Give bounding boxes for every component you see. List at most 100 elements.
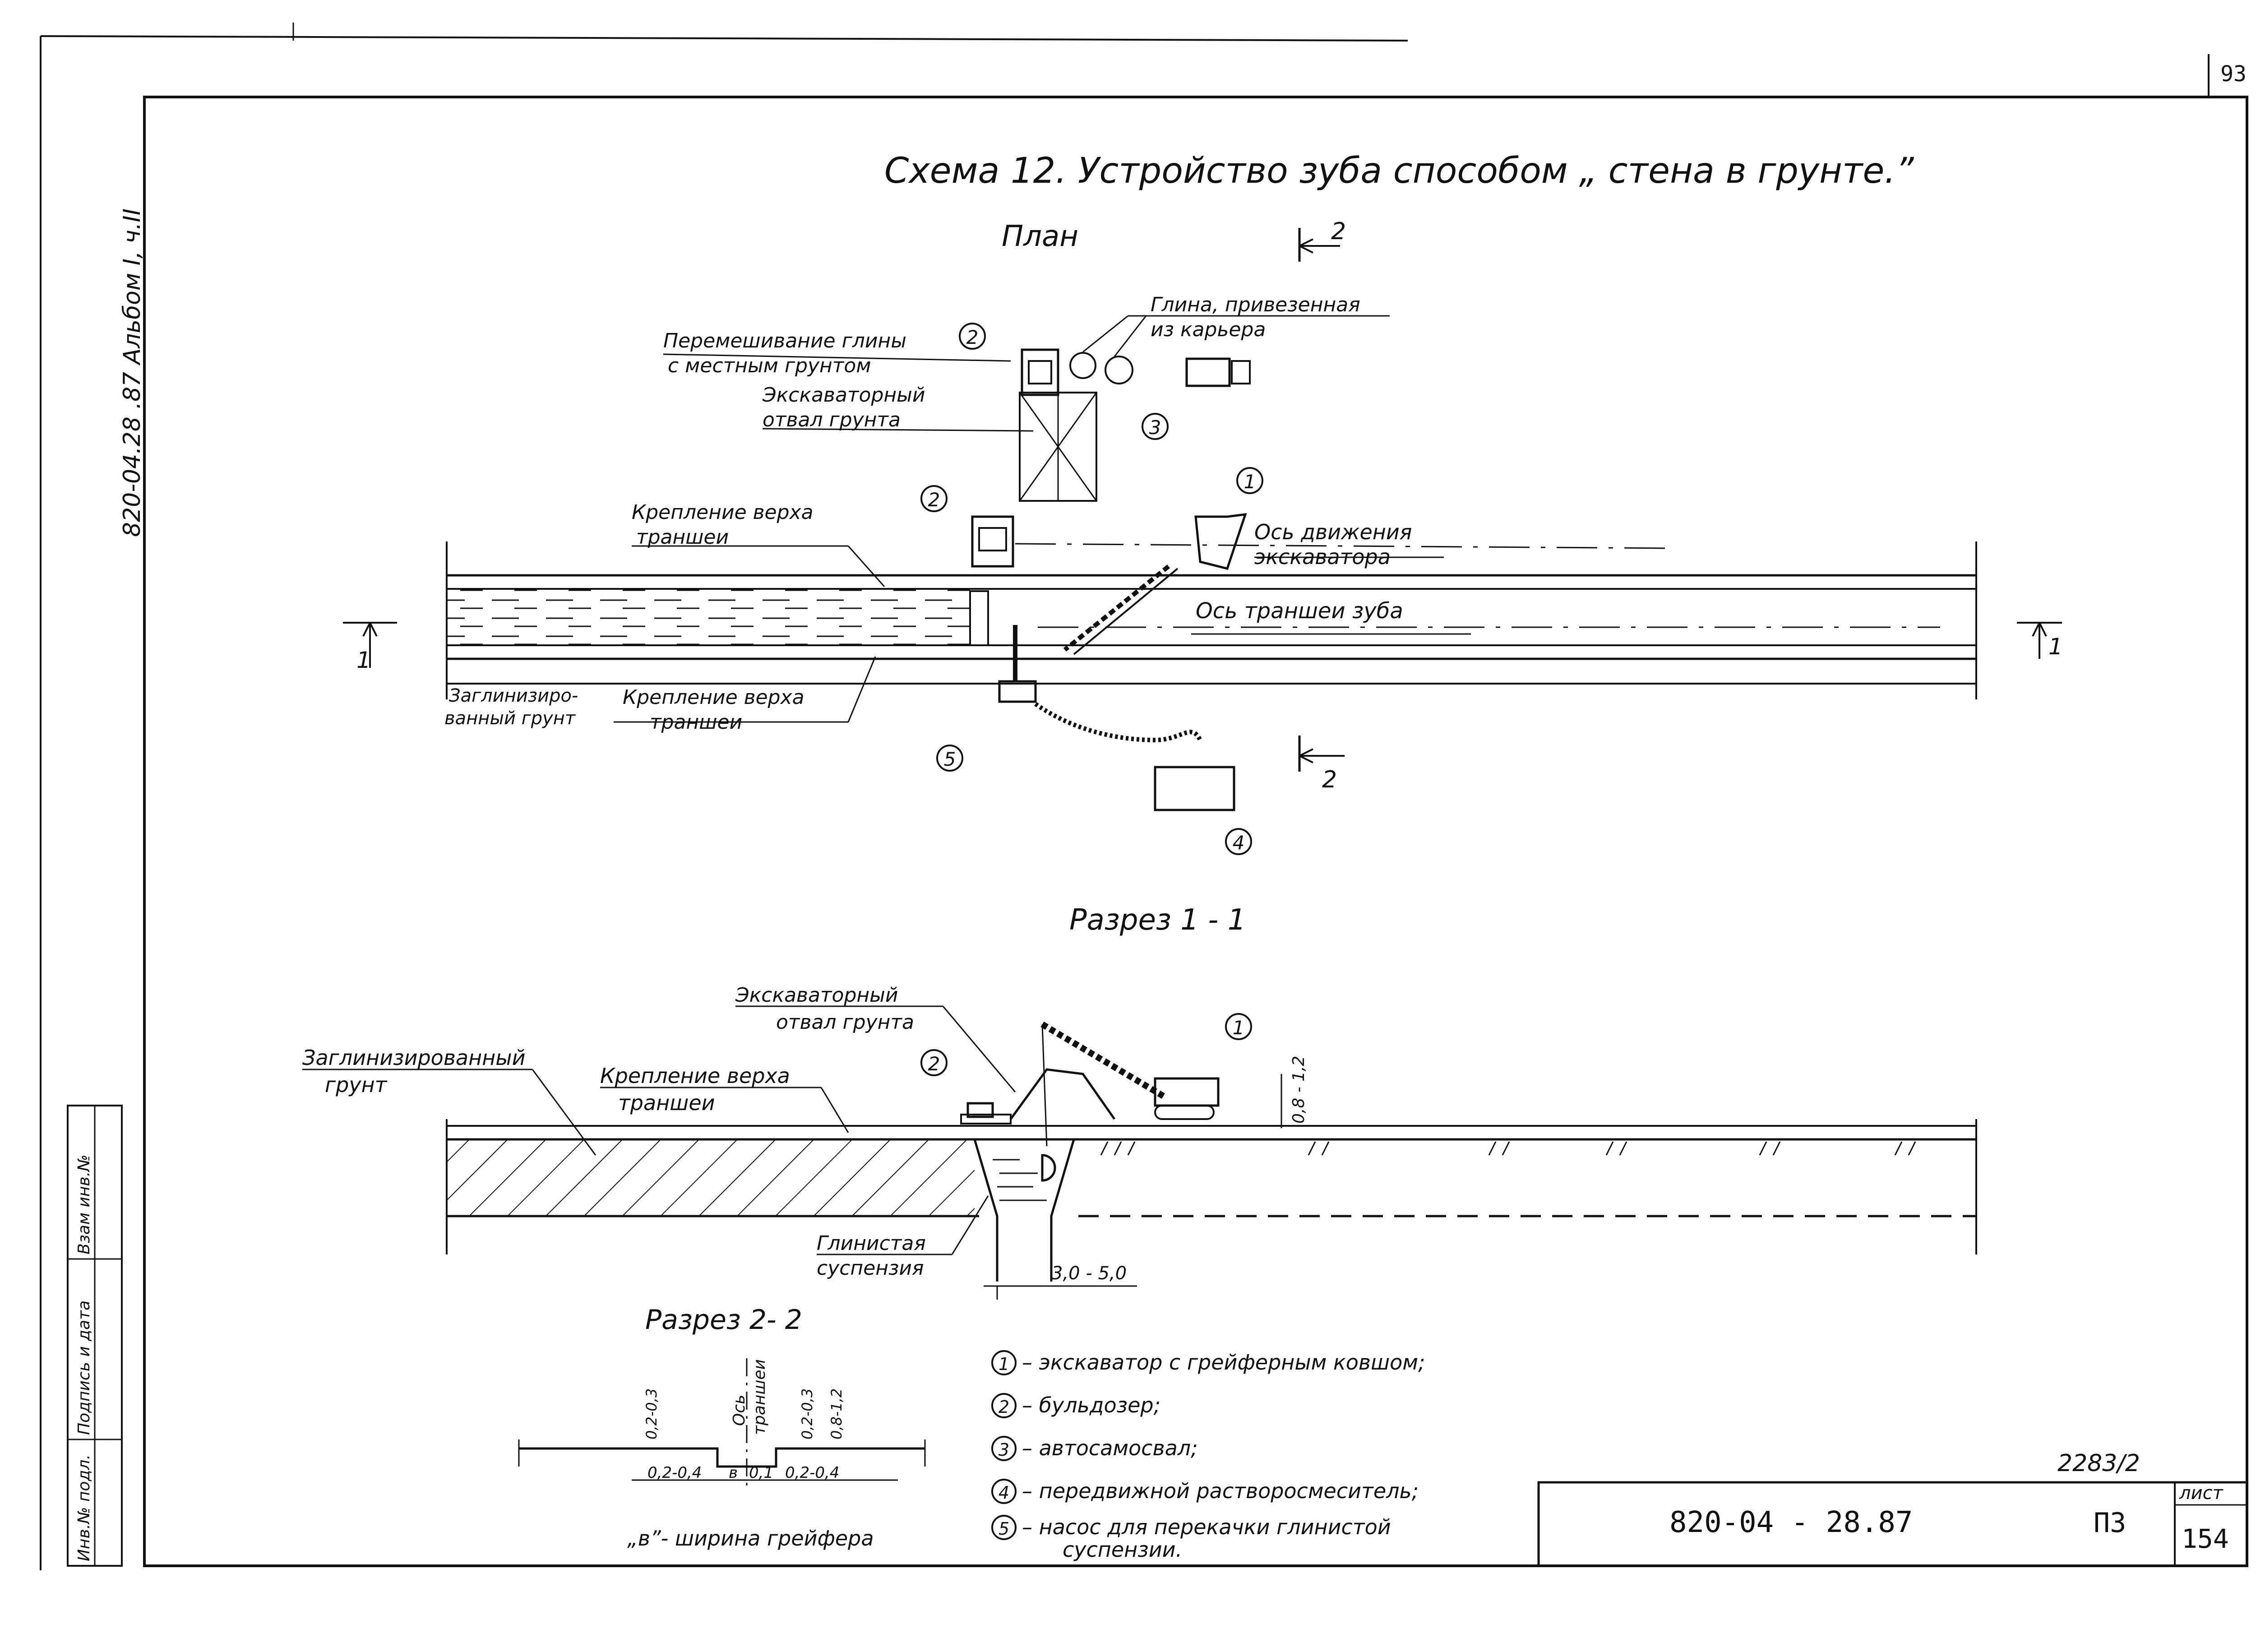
plan-view: План 2 1 [343,218,2063,855]
legend-item: 3 – автосамосвал; [991,1436,1198,1461]
svg-text:0,1: 0,1 [749,1464,773,1482]
trench-plan: 1 1 [343,541,2063,699]
svg-text:Заглинизированный: Заглинизированный [302,1046,525,1070]
section-mark-2-top: 2 [1298,218,1346,262]
svg-text:Экскаваторный: Экскаваторный [735,984,898,1007]
plan-heading: План [1002,220,1078,253]
svg-text:1: 1 [999,1354,1009,1374]
stamp-sign: Подпись и дата [75,1300,93,1435]
section-1-1: Разрез 1 - 1 [302,903,1977,1300]
order-number: 2283/2 [2057,1450,2140,1477]
dump-truck-icon [1185,357,1251,387]
svg-text:5: 5 [944,748,956,770]
clayed-soil-section [447,1139,975,1216]
svg-text:отвал грунта: отвал грунта [776,1011,914,1034]
svg-text:0,8-1,2: 0,8-1,2 [828,1388,845,1439]
svg-text:Заглинизиро-: Заглинизиро- [449,685,578,706]
svg-text:3: 3 [1149,416,1161,439]
section-1-1-heading: Разрез 1 - 1 [1069,903,1246,937]
clay-piles-icon [1069,352,1133,384]
slurry-trench [973,1139,1075,1282]
svg-text:грунт: грунт [325,1073,388,1097]
plan-leaders [614,315,1471,723]
section-2-2-note: „в”- ширина грейфера [627,1526,874,1550]
svg-text:4: 4 [1233,832,1245,854]
svg-text:Глина, привезенная: Глина, привезенная [1151,293,1360,316]
svg-text:Глинистая: Глинистая [817,1232,926,1255]
svg-text:траншеи: траншеи [750,1359,769,1435]
album-ref: 820-04.28 .87 Альбом I, ч.II [119,208,146,537]
ground-ticks [1100,1141,1916,1156]
excavator-dump-plan [1019,392,1097,502]
svg-text:Крепление верха: Крепление верха [600,1064,790,1088]
svg-text:2: 2 [928,489,940,511]
mortar-mixer-icon [1154,766,1235,811]
legend-item: 1 – экскаватор с грейферным ковшом; [991,1350,1425,1375]
svg-text:из карьера: из карьера [1151,318,1266,341]
plan-callouts: 2 3 1 2 5 4 [920,323,1263,855]
slurry-waves [993,1154,1056,1201]
legend-item: 2 – бульдозер; [991,1393,1160,1418]
clayed-soil-hatch [447,589,970,645]
svg-text:2: 2 [1331,218,1346,245]
svg-text:– насос для перекачки глин: – насос для перекачки глинистой [1022,1515,1391,1539]
svg-text:Ось траншеи зуба: Ось траншеи зуба [1196,598,1403,624]
stamp-inv: Инв.№ подл. [75,1454,93,1561]
title-block: 2283/2 820-04 - 28.87 ПЗ лист 154 [1537,1450,2248,1567]
svg-text:2: 2 [999,1397,1009,1417]
svg-text:0,2-0,3: 0,2-0,3 [799,1388,816,1439]
svg-text:0,2-0,4: 0,2-0,4 [785,1464,839,1482]
svg-text:траншеи: траншеи [636,526,729,549]
svg-text:3,0 - 5,0: 3,0 - 5,0 [1051,1263,1127,1284]
svg-text:Крепление верха: Крепление верха [632,501,814,524]
svg-text:суспензия: суспензия [817,1257,924,1280]
svg-text:0,2-0,3: 0,2-0,3 [643,1388,660,1439]
legend-item-continuation: суспензии. [1063,1537,1182,1562]
section-mark-2-bottom: 2 [1298,736,1345,793]
crane-excavator-icon [1040,1021,1220,1147]
svg-text:1: 1 [1244,471,1256,493]
svg-text:Экскаваторный: Экскаваторный [762,384,925,407]
svg-text:Крепление верха: Крепление верха [623,686,804,709]
svg-text:траншеи: траншеи [618,1091,715,1115]
drawing-code: 820-04 - 28.87 [1669,1506,1913,1539]
legend-item: 4 – передвижной растворосмеситель; [991,1479,1419,1504]
svg-text:Перемешивание глины: Перемешивание глины [663,329,906,352]
svg-text:Ось: Ось [730,1395,749,1426]
side-stamp: Инв.№ подл. Подпись и дата Взам инв.№ [67,1105,123,1567]
page-number: 93 [2220,61,2247,87]
svg-text:с местным грунтом: с местным грунтом [668,354,871,377]
drawing-stage: ПЗ [2094,1507,2126,1539]
svg-text:4: 4 [999,1483,1009,1503]
svg-text:отвал грунта: отвал грунта [763,408,901,431]
svg-text:1: 1 [2048,634,2063,660]
svg-text:2: 2 [966,326,979,348]
excavator-plan-icon [1063,513,1247,655]
sheet-label: лист [2179,1483,2224,1504]
stamp-vzam: Взам инв.№ [75,1154,93,1254]
svg-text:0,2-0,4: 0,2-0,4 [647,1464,702,1482]
sheet-number: 154 [2182,1523,2229,1554]
drawing-title: Схема 12. Устройство зуба способом „ сте… [884,151,1914,191]
svg-text:– автосамосвал;: – автосамосвал; [1022,1436,1198,1460]
svg-text:1: 1 [356,647,371,673]
legend: 1 – экскаватор с грейферным ковшом; 2 – … [991,1350,1425,1562]
svg-text:Ось движения: Ось движения [1254,520,1412,544]
pump-icon [998,625,1202,743]
svg-text:5: 5 [999,1519,1009,1539]
svg-text:– передвижной растворосмесит: – передвижной растворосмеситель; [1022,1479,1419,1503]
svg-text:2: 2 [1322,766,1337,793]
svg-text:ванный грунт: ванный грунт [444,708,576,729]
svg-text:– экскаватор с грейферным к: – экскаватор с грейферным ковшом; [1022,1350,1425,1374]
bulldozer-top-icon [1021,348,1059,396]
bulldozer-mid-icon [969,515,1014,646]
frame [40,23,2248,1570]
svg-text:1: 1 [1233,1017,1245,1039]
svg-text:траншеи: траншеи [650,711,742,734]
svg-text:0,8 - 1,2: 0,8 - 1,2 [1290,1056,1308,1124]
dump-pile [1009,1068,1116,1120]
bulldozer-side-icon [960,1102,1012,1124]
section-2-2-heading: Разрез 2- 2 [645,1304,802,1336]
svg-text:2: 2 [928,1053,940,1075]
